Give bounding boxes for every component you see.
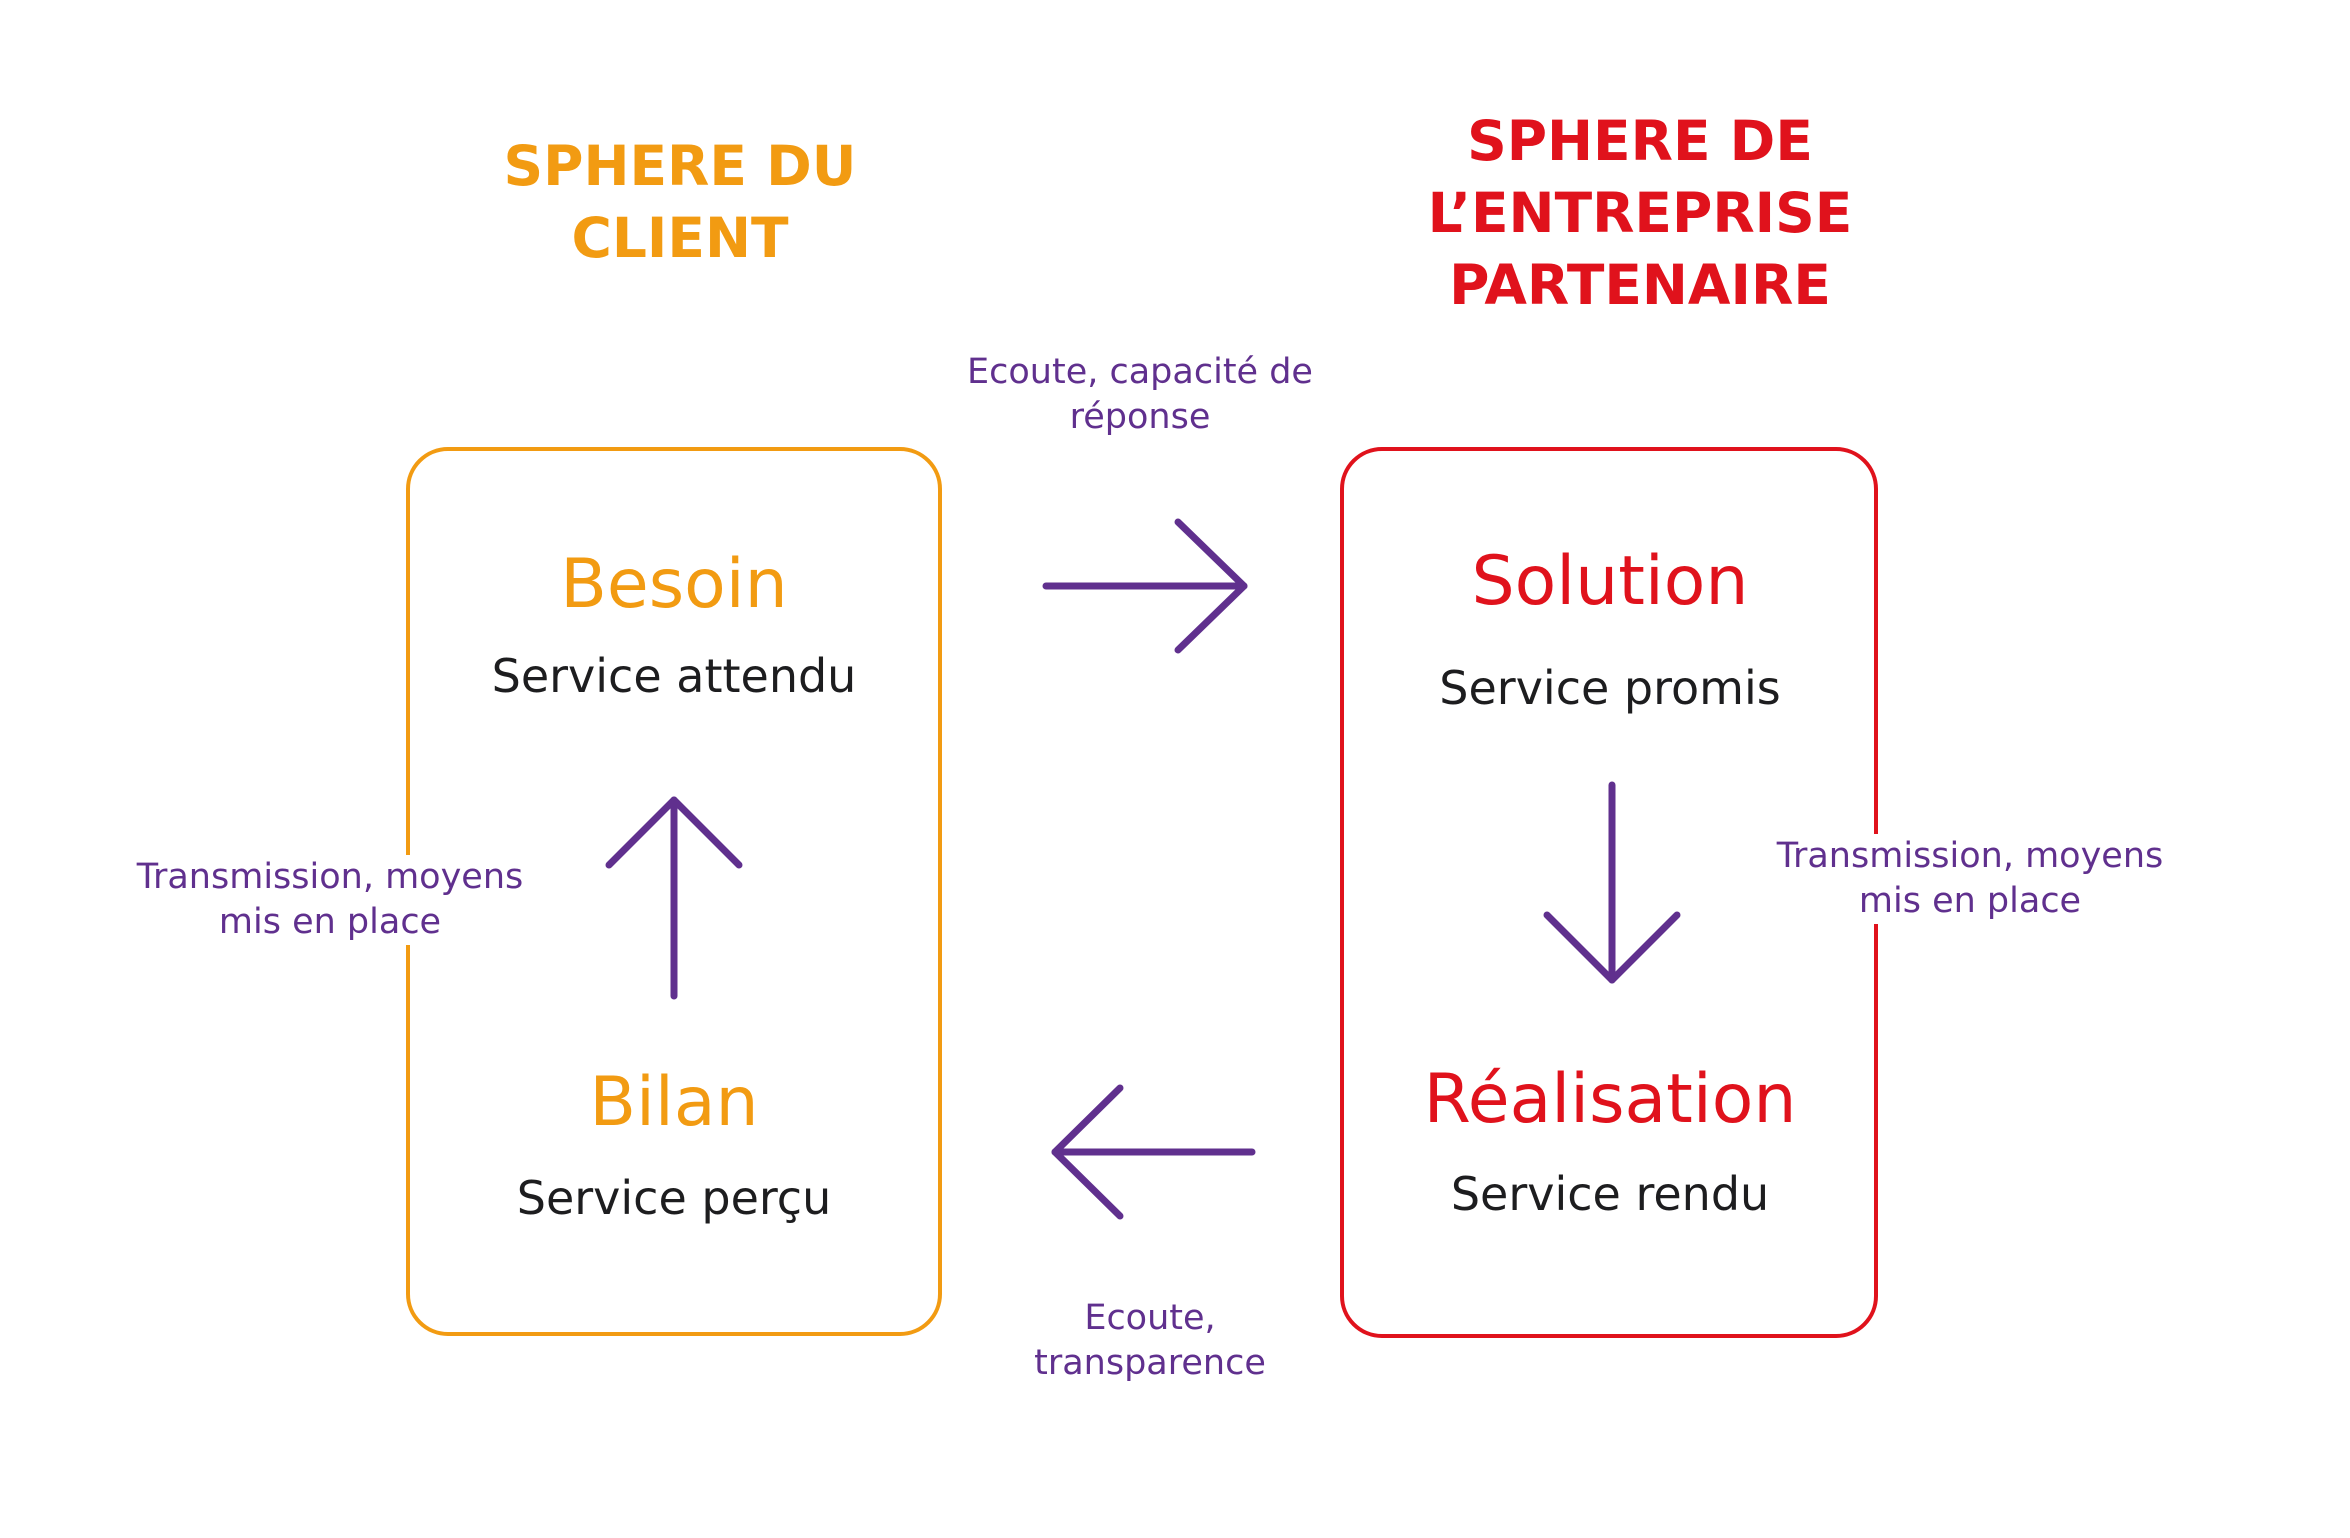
flow-label-ecoute-capacite: Ecoute, capacité de réponse: [967, 352, 1313, 437]
flow-label-ecoute-transparence: Ecoute, transparence: [1034, 1298, 1266, 1383]
bilan-heading: Bilan: [589, 1063, 759, 1142]
service-rendu-label: Service rendu: [1450, 1167, 1770, 1221]
solution-heading: Solution: [1471, 542, 1749, 621]
partner-sphere-title: SPHERE DE L’ENTREPRISE PARTENAIRE: [1427, 109, 1853, 317]
realisation-heading: Réalisation: [1423, 1060, 1797, 1139]
service-attendu-label: Service attendu: [491, 649, 857, 703]
arrow-up-icon: [605, 796, 743, 1000]
client-sphere-title: SPHERE DU CLIENT: [503, 134, 857, 270]
service-promis-label: Service promis: [1439, 661, 1781, 715]
arrow-right-icon: [1042, 518, 1248, 654]
flow-label-transmission-left: Transmission, moyens mis en place: [80, 855, 580, 945]
arrow-down-icon: [1543, 781, 1681, 984]
besoin-heading: Besoin: [560, 545, 788, 624]
arrow-left-icon: [1051, 1084, 1256, 1220]
service-percu-label: Service perçu: [516, 1171, 832, 1225]
flow-label-transmission-right: Transmission, moyens mis en place: [1720, 834, 2220, 924]
